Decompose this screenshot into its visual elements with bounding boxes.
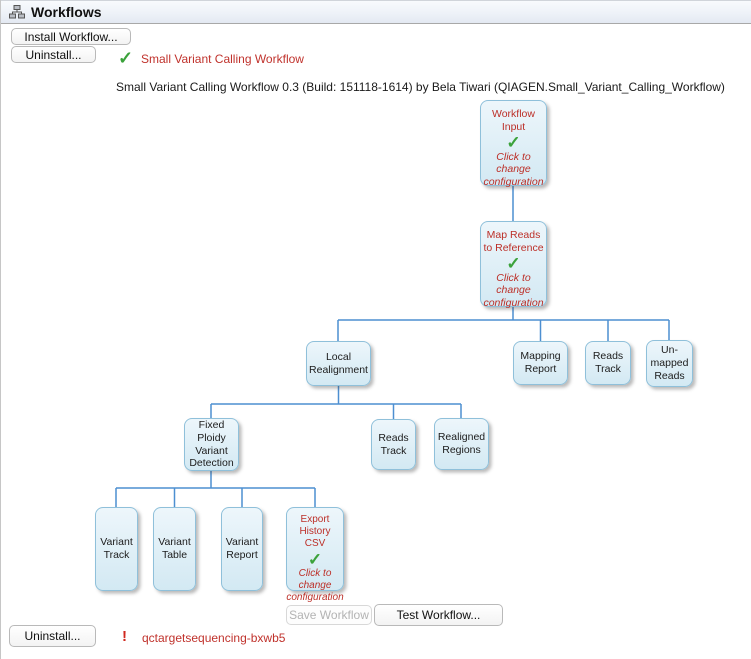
workflow-node-map-reads-to-reference[interactable]: Map Reads to Reference ✓ Click to change… <box>480 221 547 310</box>
workflow-ok-check-icon: ✓ <box>118 48 134 68</box>
node-config-hint: Click to change configuration <box>483 271 544 310</box>
workflow-error-icon: ! <box>122 628 127 645</box>
workflow-node-variant-report: Variant Report <box>221 507 263 591</box>
uninstall-button-top[interactable]: Uninstall... <box>11 46 96 63</box>
node-label: Variant Report <box>225 536 259 561</box>
install-workflow-button[interactable]: Install Workflow... <box>11 28 131 45</box>
workflow-node-local-realignment: Local Realignment <box>306 341 371 386</box>
check-icon: ✓ <box>506 253 521 273</box>
workflow-node-reads-track: Reads Track <box>585 341 631 385</box>
node-label: Reads Track <box>378 431 409 457</box>
uninstall-button-bottom[interactable]: Uninstall... <box>9 625 96 647</box>
workflow-node-variant-track: Variant Track <box>95 507 138 591</box>
node-label: Reads Track <box>592 350 624 375</box>
node-label: Fixed Ploidy Variant Detection <box>189 418 234 470</box>
workflow-hierarchy-icon <box>9 5 25 19</box>
workflow-node-export-history-csv[interactable]: Export History CSV ✓ Click to change con… <box>286 507 344 603</box>
panel-title: Workflows <box>31 4 102 20</box>
workflow-description: Small Variant Calling Workflow 0.3 (Buil… <box>116 80 725 94</box>
workflow-node-mapping-report: Mapping Report <box>513 341 568 385</box>
node-label: Mapping Report <box>520 350 561 375</box>
workflow-node-unmapped-reads: Un-mapped Reads <box>646 340 693 387</box>
test-workflow-button[interactable]: Test Workflow... <box>374 604 503 626</box>
check-icon: ✓ <box>506 132 521 152</box>
save-workflow-button[interactable]: Save Workflow <box>286 605 372 625</box>
workflow-list-item[interactable]: Small Variant Calling Workflow <box>141 52 304 66</box>
node-label: Realigned Regions <box>437 431 486 456</box>
node-config-hint: Click to change configuration <box>483 150 544 189</box>
node-label: Variant Table <box>158 536 191 561</box>
workflow-node-fixed-ploidy-variant-detection: Fixed Ploidy Variant Detection <box>184 418 239 471</box>
check-icon: ✓ <box>307 549 323 569</box>
node-label: Variant Track <box>100 536 133 561</box>
node-label: Un-mapped Reads <box>650 344 689 382</box>
workflow-node-reads-track-2: Reads Track <box>371 419 416 470</box>
workflow-list-item-error[interactable]: qctargetsequencing-bxwb5 <box>142 631 286 645</box>
node-label: Export History CSV <box>299 514 331 550</box>
node-label: Local Realignment <box>309 350 368 376</box>
node-label: Map Reads to Reference <box>483 229 544 254</box>
panel-header: Workflows <box>1 0 751 24</box>
workflow-node-variant-table: Variant Table <box>153 507 196 591</box>
node-config-hint: Click to change configuration <box>286 567 344 603</box>
workflow-node-realigned-regions: Realigned Regions <box>434 418 489 470</box>
workflow-node-workflow-input[interactable]: Workflow Input ✓ Click to change configu… <box>480 100 547 189</box>
node-label: Workflow Input <box>492 108 535 133</box>
